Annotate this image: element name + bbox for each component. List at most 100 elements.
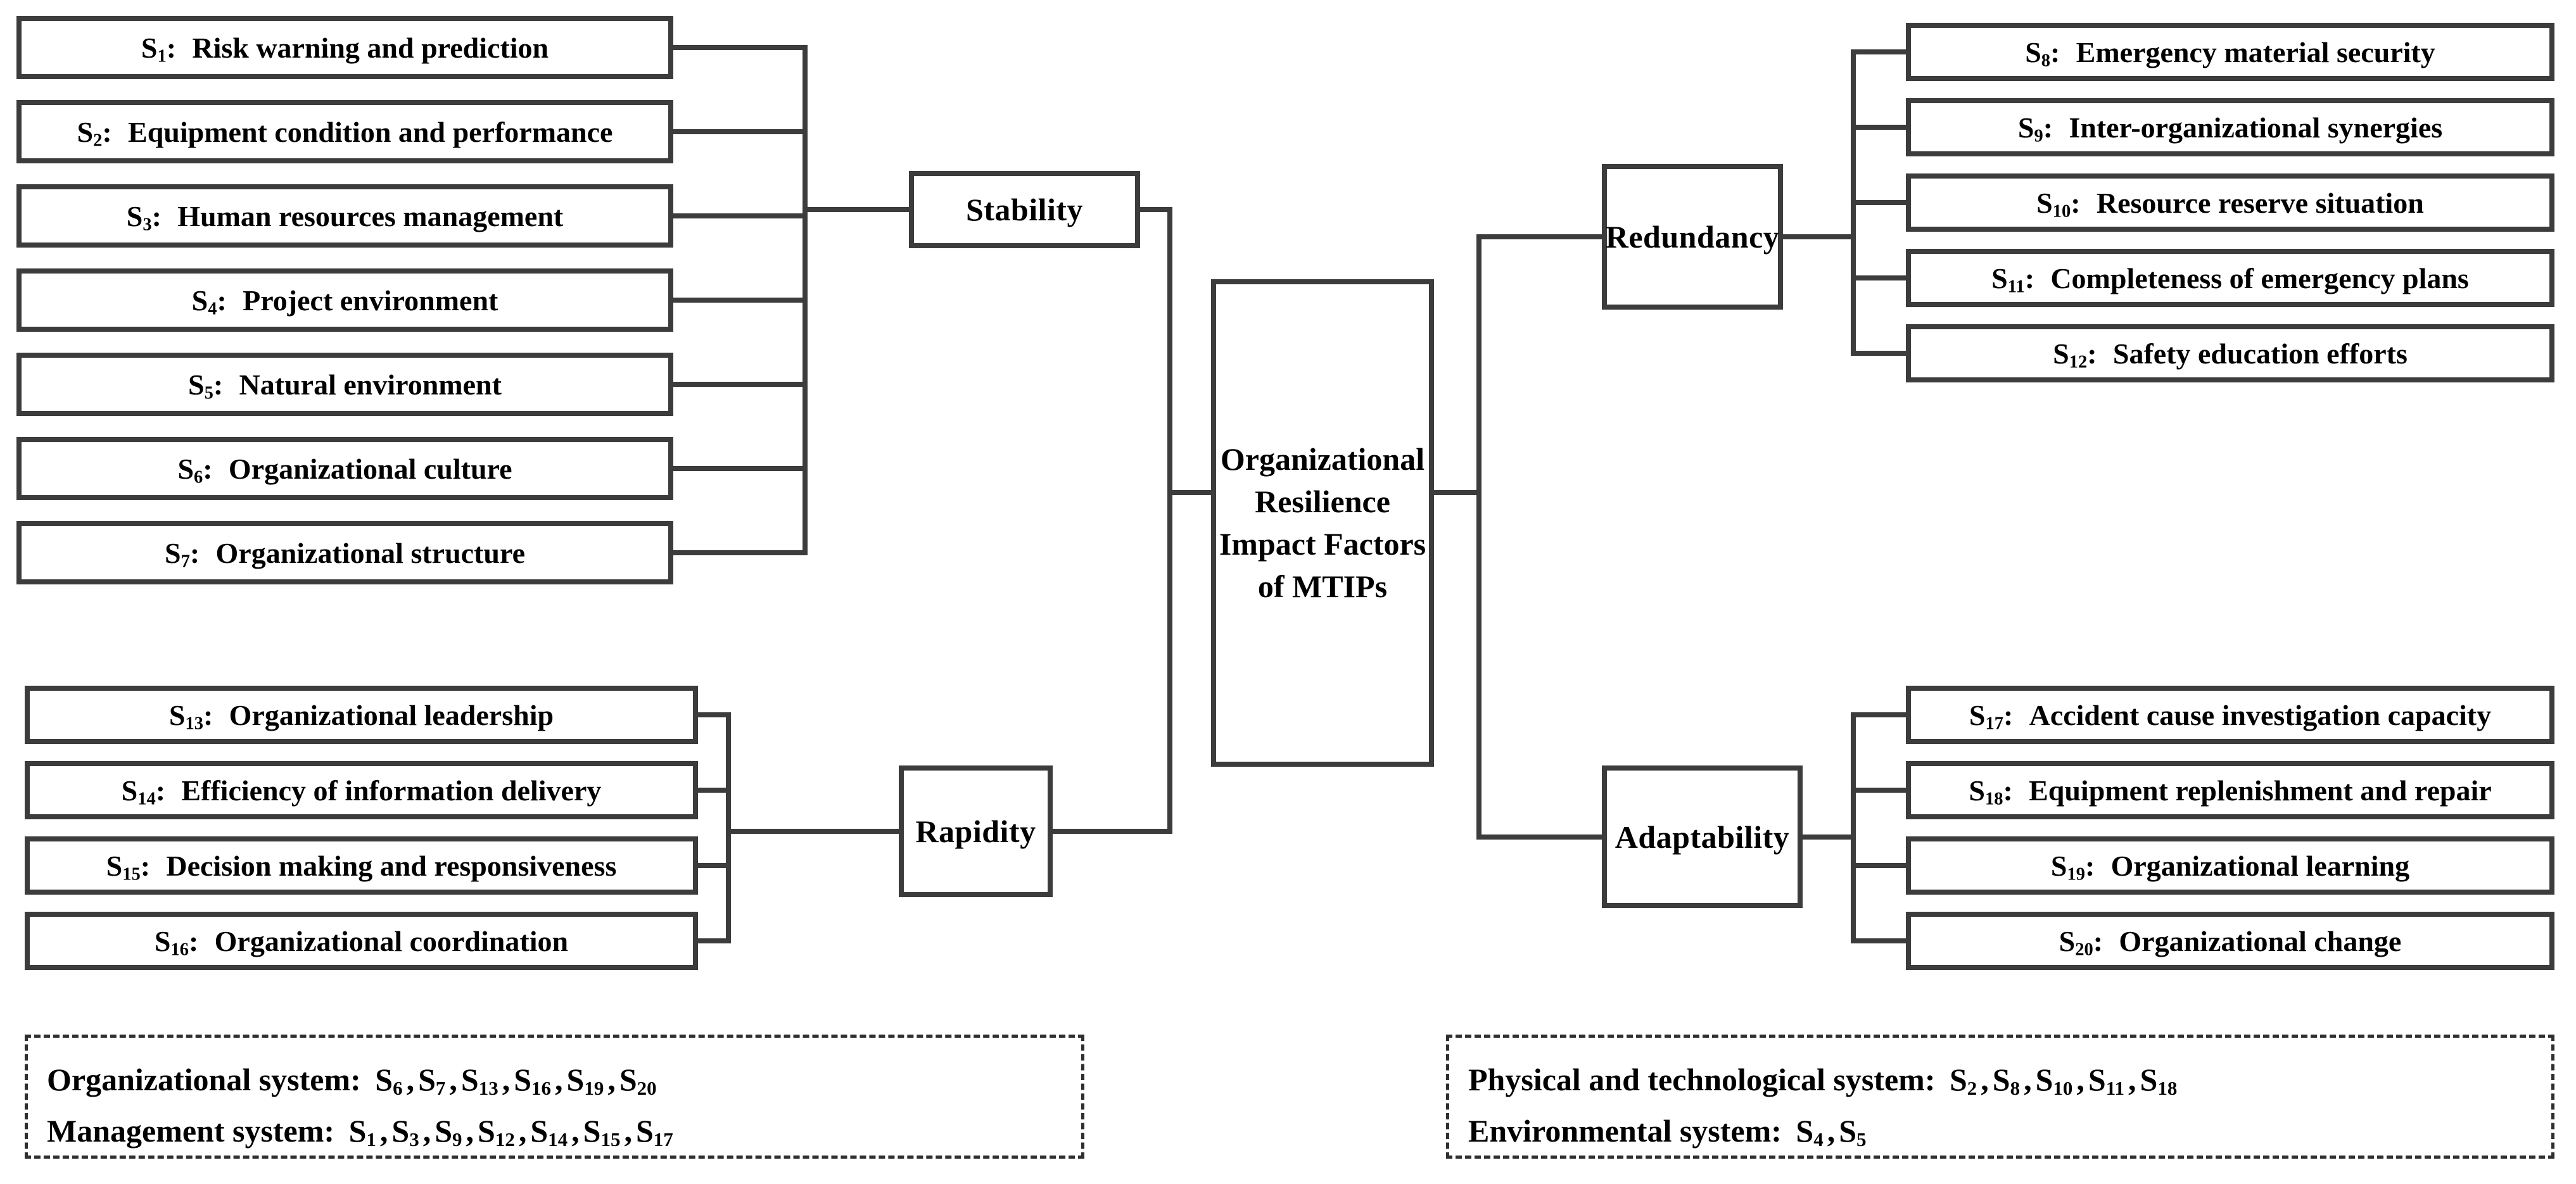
factor-id: S4: bbox=[191, 284, 227, 318]
connector-line bbox=[673, 213, 805, 218]
connector-line bbox=[1476, 234, 1482, 840]
factor-id: S5: bbox=[188, 368, 224, 403]
factor-id: S7: bbox=[165, 536, 200, 571]
factor-box-s1: S1: Risk warning and prediction bbox=[16, 16, 673, 79]
connector-line bbox=[1853, 49, 1906, 54]
legend-factor-ref: S20 bbox=[619, 1062, 657, 1099]
factor-box-s13: S13:Organizational leadership bbox=[25, 686, 698, 744]
legend-factor-ref: S14 bbox=[530, 1113, 568, 1150]
connector-line bbox=[805, 207, 909, 212]
factor-label: Equipment replenishment and repair bbox=[2029, 774, 2492, 807]
factor-box-s20: S20: Organizational change bbox=[1906, 912, 2554, 970]
legend-box-right: Physical and technological system: S2,S8,… bbox=[1446, 1035, 2554, 1159]
factor-box-s15: S15:Decision making and responsiveness bbox=[25, 836, 698, 895]
factor-id: S14: bbox=[121, 774, 166, 809]
legend-factor-ref: S18 bbox=[2140, 1062, 2178, 1099]
legend-line-items: S4,S5 bbox=[1796, 1113, 1867, 1150]
legend-line: Organizational system:S6,S7,S13,S16,S19,… bbox=[47, 1054, 1075, 1105]
factor-label: Equipment condition and performance bbox=[128, 115, 613, 148]
factor-id: S20: bbox=[2059, 924, 2103, 959]
connector-line bbox=[673, 382, 805, 387]
factor-label: Human resources management bbox=[177, 199, 564, 232]
legend-factor-ref: S12 bbox=[478, 1113, 515, 1150]
factor-id: S1: bbox=[141, 31, 177, 66]
factor-label: Risk warning and prediction bbox=[192, 31, 549, 64]
connector-line bbox=[698, 938, 728, 943]
connector-line bbox=[673, 45, 805, 50]
legend-factor-ref: S15 bbox=[583, 1113, 621, 1150]
category-box-adaptability: Adaptability bbox=[1602, 765, 1803, 908]
legend-factor-ref: S11 bbox=[2088, 1062, 2125, 1099]
legend-line: Management system: S1,S3,S9,S12,S14,S15,S… bbox=[47, 1105, 1075, 1157]
factor-label: Project environment bbox=[243, 284, 498, 317]
legend-factor-ref: S5 bbox=[1839, 1113, 1867, 1150]
factor-id: S19: bbox=[2050, 849, 2095, 884]
connector-line bbox=[803, 45, 808, 555]
legend-factor-ref: S13 bbox=[460, 1062, 498, 1099]
legend-line-label: Management system: bbox=[47, 1113, 335, 1149]
legend-line-items: S1,S3,S9,S12,S14,S15,S17 bbox=[348, 1113, 673, 1150]
connector-line bbox=[673, 466, 805, 471]
factor-label: Accident cause investigation capacity bbox=[2029, 698, 2492, 731]
factor-box-s18: S18:Equipment replenishment and repair bbox=[1906, 761, 2554, 819]
connector-line bbox=[1853, 351, 1906, 356]
factor-id: S10: bbox=[2036, 186, 2081, 221]
factor-box-s10: S10:Resource reserve situation bbox=[1906, 173, 2554, 232]
factor-id: S13: bbox=[168, 698, 213, 733]
legend-factor-ref: S17 bbox=[635, 1113, 673, 1150]
factor-id: S6: bbox=[177, 452, 213, 487]
connector-line bbox=[1853, 275, 1906, 280]
factor-box-s9: S9: Inter-organizational synergies bbox=[1906, 98, 2554, 156]
factor-label: Natural environment bbox=[239, 368, 502, 401]
factor-label: Completeness of emergency plans bbox=[2050, 261, 2469, 294]
factor-label: Emergency material security bbox=[2076, 35, 2435, 68]
factor-label: Organizational culture bbox=[228, 452, 512, 485]
connector-line bbox=[1853, 938, 1906, 943]
connector-line bbox=[673, 298, 805, 303]
connector-line bbox=[1479, 234, 1602, 239]
connector-line bbox=[1170, 490, 1211, 495]
factor-box-s4: S4: Project environment bbox=[16, 268, 673, 332]
central-concept-box: Organizational Resilience Impact Factors… bbox=[1211, 279, 1434, 767]
legend-line-label: Physical and technological system: bbox=[1468, 1062, 1936, 1097]
factor-box-s14: S14: Efficiency of information delivery bbox=[25, 761, 698, 819]
factor-label: Inter-organizational synergies bbox=[2069, 111, 2443, 144]
legend-factor-ref: S8 bbox=[1992, 1062, 2021, 1099]
connector-line bbox=[1853, 788, 1906, 793]
factor-box-s16: S16:Organizational coordination bbox=[25, 912, 698, 970]
legend-factor-ref: S7 bbox=[418, 1062, 446, 1099]
connector-line bbox=[698, 712, 728, 717]
factor-id: S11: bbox=[1991, 261, 2035, 296]
factor-label: Organizational coordination bbox=[214, 924, 569, 957]
connector-line bbox=[1803, 834, 1853, 840]
factor-box-s17: S17:Accident cause investigation capacit… bbox=[1906, 686, 2554, 744]
connector-line bbox=[1783, 234, 1853, 239]
connector-line bbox=[1853, 712, 1906, 717]
legend-line: Physical and technological system: S2,S8,… bbox=[1468, 1054, 2545, 1105]
factor-box-s2: S2:Equipment condition and performance bbox=[16, 100, 673, 163]
factor-id: S12: bbox=[2053, 337, 2097, 372]
legend-line-items: S2,S8,S10,S11,S18 bbox=[1949, 1062, 2178, 1099]
factor-label: Efficiency of information delivery bbox=[181, 774, 602, 807]
connector-line bbox=[673, 129, 805, 134]
legend-factor-ref: S19 bbox=[566, 1062, 604, 1099]
category-box-stability: Stability bbox=[909, 171, 1140, 248]
connector-line bbox=[1053, 829, 1170, 834]
connector-line bbox=[1851, 712, 1856, 943]
factor-box-s11: S11: Completeness of emergency plans bbox=[1906, 249, 2554, 307]
factor-id: S9: bbox=[2017, 111, 2053, 146]
factor-label: Organizational change bbox=[2119, 924, 2402, 957]
factor-box-s6: S6: Organizational culture bbox=[16, 437, 673, 500]
legend-factor-ref: S16 bbox=[514, 1062, 552, 1099]
legend-factor-ref: S10 bbox=[2035, 1062, 2073, 1099]
category-box-redundancy: Redundancy bbox=[1602, 164, 1783, 310]
legend-factor-ref: S4 bbox=[1796, 1113, 1824, 1150]
legend-factor-ref: S9 bbox=[435, 1113, 462, 1150]
legend-factor-ref: S3 bbox=[391, 1113, 419, 1150]
factor-label: Organizational structure bbox=[215, 536, 525, 569]
legend-line-label: Environmental system: bbox=[1468, 1113, 1782, 1149]
connector-line bbox=[673, 550, 805, 555]
connector-line bbox=[728, 829, 899, 834]
factor-box-s5: S5: Natural environment bbox=[16, 353, 673, 416]
